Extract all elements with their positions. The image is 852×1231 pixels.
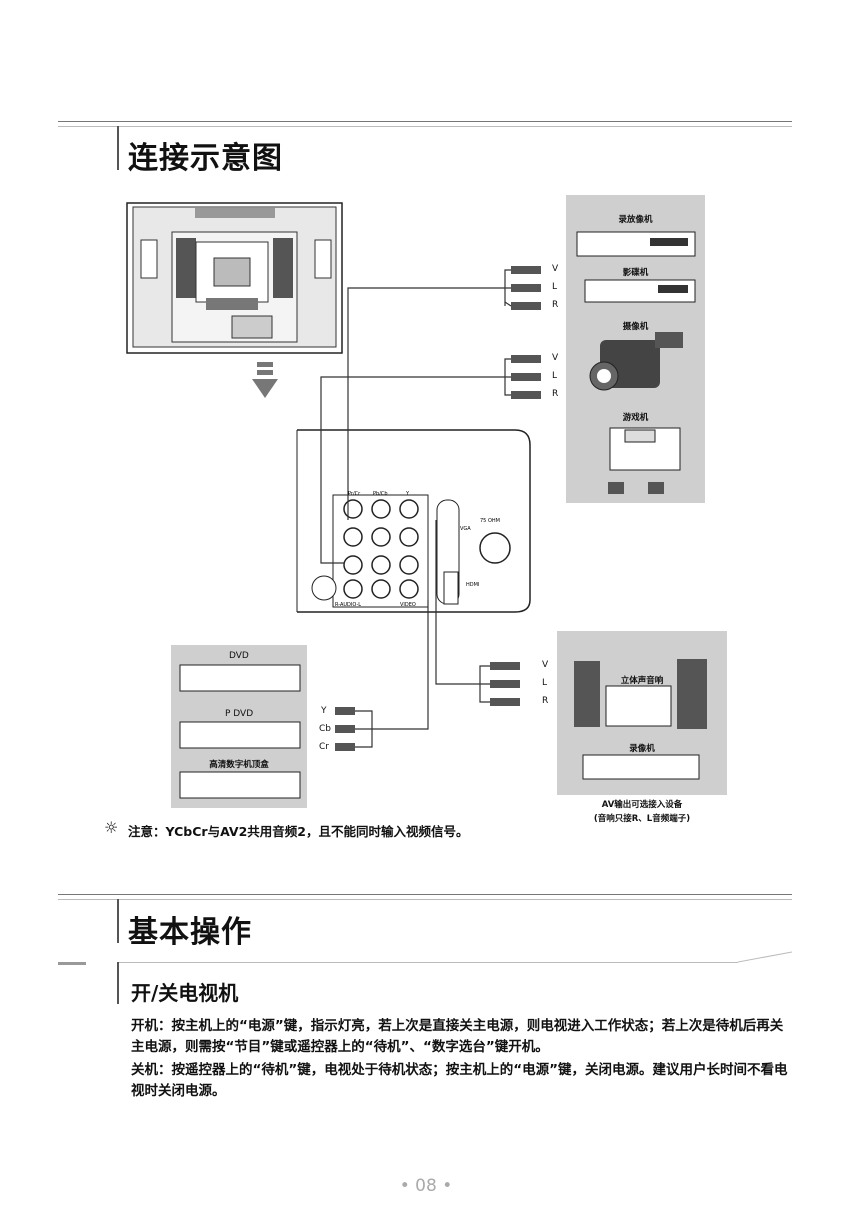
av-output-caption-line1: AV输出可选接入设备 <box>601 800 683 810</box>
ycbcr-label-y: Y <box>321 706 327 716</box>
section-title: 连接示意图 <box>128 141 283 176</box>
section-title-bar <box>117 126 119 170</box>
lightbulb-icon: ☼ <box>104 818 119 837</box>
jack-label-v1: V <box>552 264 559 274</box>
power-on-label: 开机 <box>131 1018 158 1034</box>
footer-dot-left: • <box>399 1176 410 1196</box>
page-number: 08 <box>415 1176 437 1196</box>
device-label-dvd-left: DVD <box>229 651 249 661</box>
game-console-device <box>608 427 681 494</box>
subsection-rule <box>118 962 738 963</box>
jack-label-l3: L <box>542 678 548 688</box>
connection-diagram: Pr/Cr Pb/Cb Y VGA 75 OHM HDMI R-AUDIO-L … <box>126 195 727 808</box>
page-footer: • 08 • <box>0 1176 852 1196</box>
power-off-label: 关机 <box>131 1062 158 1078</box>
section2-title: 基本操作 <box>128 915 252 950</box>
ycbcr-label-cr: Cr <box>319 742 329 752</box>
dvd-left-device <box>179 664 301 692</box>
section2-title-bar <box>117 899 119 943</box>
device-label-pdvd: P DVD <box>225 709 254 719</box>
vcr-device <box>576 231 696 257</box>
av-output-caption-line2: (音响只接R、L音频端子) <box>593 814 691 824</box>
section2-top-rule <box>58 894 792 895</box>
note-text: 注意：YCbCr与AV2共用音频2，且不能同时输入视频信号。 <box>128 824 469 839</box>
camcorder-device <box>589 332 683 391</box>
jack-plugs-top <box>511 266 541 399</box>
jack-label-r1: R <box>552 300 559 310</box>
subsection-marker <box>58 962 86 965</box>
section-top-rule <box>58 121 792 122</box>
power-on-text: ：按主机上的“电源”键，指示灯亮，若上次是直接关主电源，则电视进入工作状态；若上… <box>131 1018 784 1055</box>
device-label-dvd: 影碟机 <box>622 268 649 278</box>
jack-label-v3: V <box>542 660 549 670</box>
power-on-paragraph: 开机：按主机上的“电源”键，指示灯亮，若上次是直接关主电源，则电视进入工作状态；… <box>131 1016 791 1058</box>
device-label-stereo: 立体声音响 <box>620 676 664 686</box>
subsection-title: 开/关电视机 <box>131 981 239 1005</box>
signal-wires <box>320 269 512 748</box>
tv-input-panel: Pr/Cr Pb/Cb Y VGA 75 OHM HDMI R-AUDIO-L … <box>296 429 531 613</box>
section-top-rule-2 <box>58 126 792 127</box>
device-label-game: 游戏机 <box>622 413 649 423</box>
ycbcr-label-cb: Cb <box>319 724 331 734</box>
svg-text:VIDEO: VIDEO <box>400 602 416 608</box>
jack-label-r3: R <box>542 696 549 706</box>
svg-text:Pr/Cr: Pr/Cr <box>348 491 361 497</box>
footer-dot-right: • <box>442 1176 453 1196</box>
jack-plugs-ycbcr <box>335 707 355 751</box>
jack-label-l1: L <box>552 282 558 292</box>
jack-label-r2: R <box>552 389 559 399</box>
power-off-paragraph: 关机：按遥控器上的“待机”键，电视处于待机状态；按主机上的“电源”键，关闭电源。… <box>131 1060 791 1102</box>
jack-label-l2: L <box>552 371 558 381</box>
svg-text:Pb/Cb: Pb/Cb <box>373 491 388 497</box>
settop-box-device <box>179 771 301 799</box>
device-label-settop: 高清数字机顶盒 <box>209 760 269 770</box>
svg-text:R-AUDIO-L: R-AUDIO-L <box>335 602 361 608</box>
dvd-player-device <box>584 279 696 303</box>
section2-top-rule-2 <box>58 899 792 900</box>
svg-text:VGA: VGA <box>460 526 471 532</box>
jack-plugs-right <box>490 662 520 706</box>
device-label-camcorder: 摄像机 <box>622 322 649 332</box>
device-label-vcr: 录放像机 <box>618 215 653 225</box>
tv-back-illustration <box>126 202 343 354</box>
svg-text:Y: Y <box>405 491 410 497</box>
recorder-device <box>582 754 700 780</box>
device-label-recorder: 录像机 <box>629 744 655 754</box>
subsection-bar <box>117 962 119 1004</box>
svg-text:75 OHM: 75 OHM <box>480 518 500 524</box>
power-off-text: ：按遥控器上的“待机”键，电视处于待机状态；按主机上的“电源”键，关闭电源。建议… <box>131 1062 788 1099</box>
svg-text:HDMI: HDMI <box>466 582 479 588</box>
jack-label-v2: V <box>552 353 559 363</box>
down-arrow-icon <box>252 362 278 398</box>
stereo-device <box>574 659 707 729</box>
subsection-rule-end <box>738 951 793 963</box>
pdvd-device <box>179 721 301 749</box>
